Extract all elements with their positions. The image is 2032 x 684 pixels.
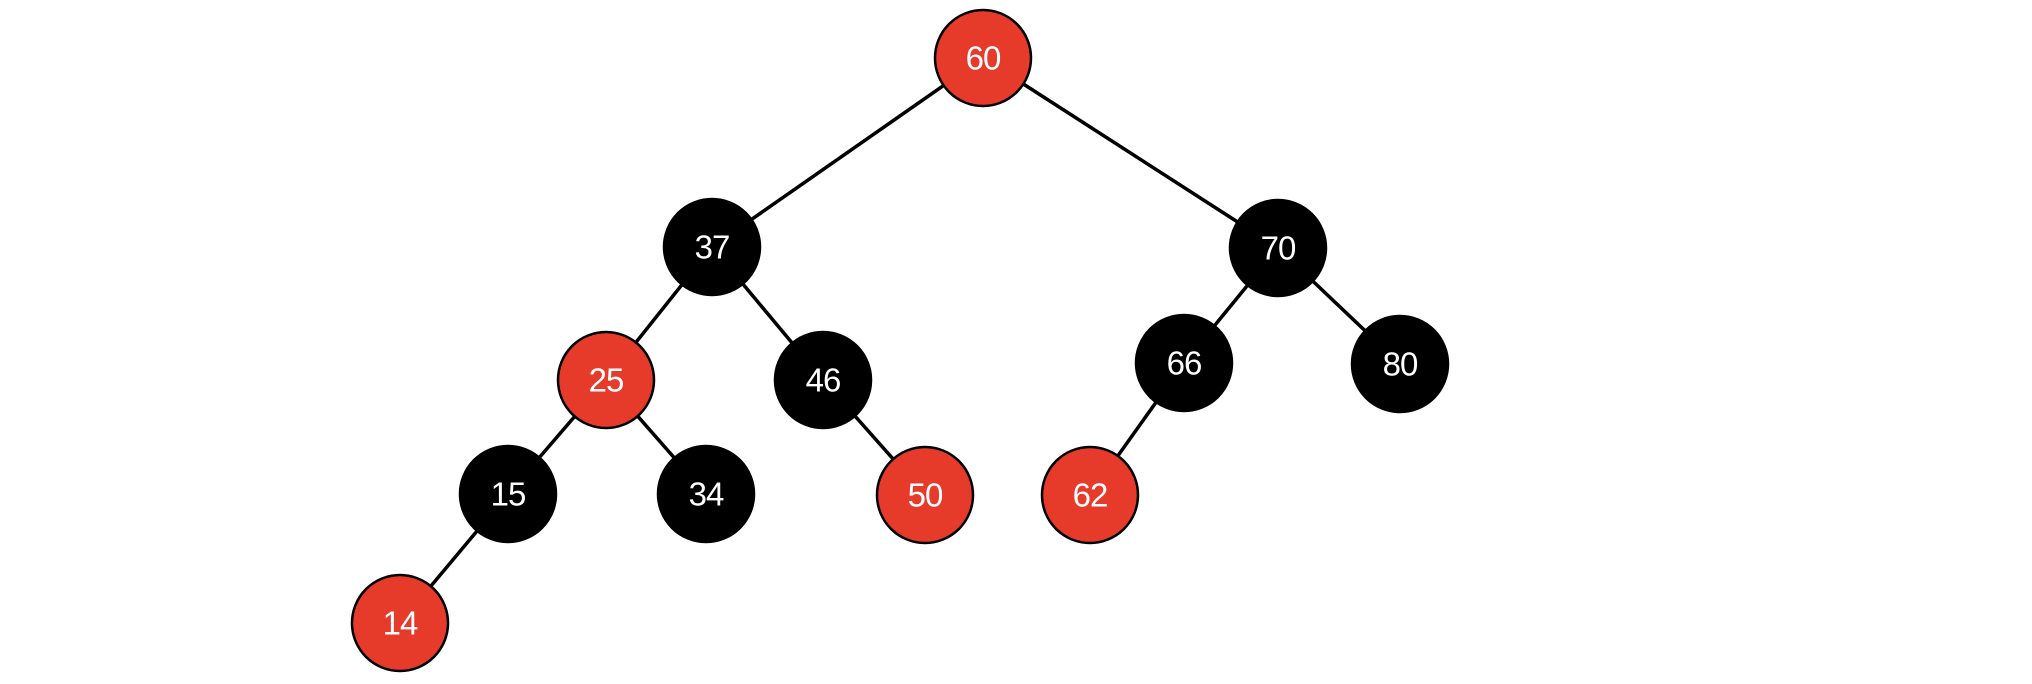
node-label-80: 80 xyxy=(1383,346,1418,383)
tree-node-37: 37 xyxy=(662,197,762,297)
node-circle-60 xyxy=(933,8,1033,108)
node-circle-50 xyxy=(875,445,975,545)
node-circle-80 xyxy=(1350,314,1450,414)
node-label-37: 37 xyxy=(695,229,730,266)
node-label-50: 50 xyxy=(908,477,943,514)
node-circle-15 xyxy=(458,444,558,544)
node-label-46: 46 xyxy=(806,362,841,399)
node-label-25: 25 xyxy=(589,362,624,399)
tree-node-15: 15 xyxy=(458,444,558,544)
node-label-34: 34 xyxy=(689,476,724,513)
node-circle-62 xyxy=(1040,445,1140,545)
node-label-15: 15 xyxy=(491,476,526,513)
node-label-14: 14 xyxy=(383,605,418,642)
node-label-60: 60 xyxy=(966,40,1001,77)
tree-edge-60-37 xyxy=(710,56,985,249)
node-circle-34 xyxy=(656,444,756,544)
edges-layer xyxy=(398,56,1402,625)
node-circle-46 xyxy=(773,330,873,430)
tree-node-66: 66 xyxy=(1134,313,1234,413)
node-label-70: 70 xyxy=(1261,230,1296,267)
tree-node-46: 46 xyxy=(773,330,873,430)
tree-node-34: 34 xyxy=(656,444,756,544)
tree-node-25: 25 xyxy=(556,330,656,430)
node-circle-25 xyxy=(556,330,656,430)
tree-edge-60-70 xyxy=(982,56,1279,250)
node-circle-66 xyxy=(1134,313,1234,413)
tree-node-50: 50 xyxy=(875,445,975,545)
tree-node-60: 60 xyxy=(933,8,1033,108)
tree-node-14: 14 xyxy=(350,573,450,673)
node-label-62: 62 xyxy=(1073,477,1108,514)
node-circle-14 xyxy=(350,573,450,673)
tree-node-70: 70 xyxy=(1228,198,1328,298)
nodes-layer: 60 37 70 25 46 66 80 15 34 50 62 14 xyxy=(350,8,1450,673)
tree-node-62: 62 xyxy=(1040,445,1140,545)
tree-node-80: 80 xyxy=(1350,314,1450,414)
node-circle-37 xyxy=(662,197,762,297)
node-label-66: 66 xyxy=(1167,345,1202,382)
node-circle-70 xyxy=(1228,198,1328,298)
